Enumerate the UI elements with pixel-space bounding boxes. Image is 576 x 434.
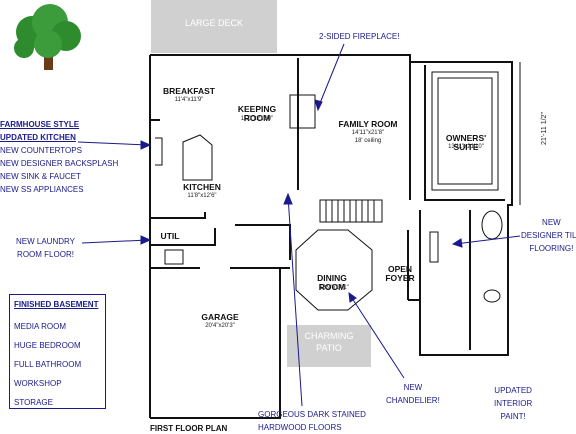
tile-callout: NEW DESIGNER TILE FLOORING! [521, 216, 576, 255]
fireplace [289, 94, 316, 129]
room-keeping: KEEPING ROOM [238, 96, 276, 132]
chandelier-callout-line-1: NEW [403, 383, 423, 392]
util-name: UTIL [160, 231, 180, 241]
tile-callout-line-1: NEW [542, 218, 561, 227]
tile-callout-line-3: FLOORING! [529, 244, 574, 253]
garage-bottom-wall [150, 268, 281, 419]
side-dimension: 21'-11 1/2" [540, 112, 548, 145]
room-garage: GARAGE [201, 313, 238, 322]
keeping-name: KEEPING ROOM [237, 104, 277, 123]
basement-item: MEDIA ROOM [14, 322, 67, 331]
kitchen-callout-line-6: NEW SS APPLIANCES [0, 185, 84, 194]
garage-dim: 20'4"x20'3" [205, 323, 235, 329]
patio-label: CHARMING PATIO [304, 331, 354, 353]
fireplace-callout: 2-SIDED FIREPLACE! [319, 32, 400, 41]
dining-dim: 13'9"x14'1" [319, 285, 349, 291]
fireplace-arrow [317, 43, 345, 109]
paint-callout-line-2: INTERIOR [494, 399, 533, 408]
tray-ceiling [431, 71, 499, 191]
keeping-dim: 11'0"x21'10" [240, 116, 274, 122]
room-util: UTIL [161, 232, 180, 241]
kitchen-callout-line-1: FARMHOUSE STYLE [0, 120, 80, 129]
room-foyer: OPEN FOYER [385, 256, 414, 292]
hardwood-callout-line-2: HARDWOOD FLOORS [258, 423, 342, 432]
kitchen-arrow [77, 141, 149, 146]
deck-block: LARGE DECK [151, 0, 277, 53]
breakfast-name: BREAKFAST [163, 86, 215, 96]
basement-title: FINISHED BASEMENT [14, 300, 99, 309]
util-wall [150, 228, 216, 246]
tub [481, 210, 503, 240]
paint-callout: UPDATED INTERIOR PAINT! [494, 384, 532, 423]
breakfast-dim: 11'4"x11'9" [174, 97, 204, 103]
laundry-callout-line-2: ROOM FLOOR! [17, 250, 74, 259]
hall-wall [235, 224, 291, 260]
owners-name: OWNERS' SUITE [445, 133, 487, 152]
paint-callout-line-1: UPDATED [494, 386, 532, 395]
plan-title: FIRST FLOOR PLAN [150, 424, 228, 433]
room-family: FAMILY ROOM [338, 120, 397, 129]
basement-item: FULL BATHROOM [14, 360, 82, 369]
hardwood-callout-line-1: GORGEOUS DARK STAINED [258, 410, 366, 419]
family-ceiling: 18' ceiling [354, 138, 382, 144]
finished-basement-box: FINISHED BASEMENT MEDIA ROOM HUGE BEDROO… [9, 294, 106, 409]
paint-callout-line-3: PAINT! [500, 412, 526, 421]
stairs [319, 199, 383, 223]
deck-label: LARGE DECK [184, 18, 244, 28]
dining-name: DINING ROOM [317, 273, 347, 292]
dining-octagon [295, 229, 373, 311]
kitchen-callout-line-5: NEW SINK & FAUCET [0, 172, 81, 181]
kitchen-dim: 11'8"x12'6" [187, 193, 217, 199]
basement-item: HUGE BEDROOM [14, 341, 81, 350]
basement-item: STORAGE [14, 398, 53, 407]
laundry-callout-line-1: NEW LAUNDRY [16, 237, 75, 246]
chandelier-callout: NEW CHANDELIER! [386, 381, 440, 407]
outer-wall [150, 54, 513, 356]
room-owners: OWNERS' SUITE [446, 125, 486, 161]
tree-icon [14, 4, 81, 70]
room-kitchen: KITCHEN [183, 183, 221, 192]
room-breakfast: BREAKFAST [163, 87, 215, 96]
tile-arrow [454, 235, 521, 245]
kitchen-callout: FARMHOUSE STYLE UPDATED KITCHEN NEW COUN… [0, 118, 118, 196]
basement-item: WORKSHOP [14, 379, 62, 388]
kitchen-callout-line-3: NEW COUNTERTOPS [0, 146, 82, 155]
kitchen-callout-line-4: NEW DESIGNER BACKSPLASH [0, 159, 119, 168]
chandelier-arrow [349, 294, 405, 379]
kitchen-callout-line-2: UPDATED KITCHEN [0, 133, 76, 142]
kitchen-lower-wall [150, 212, 206, 219]
foyer-name: OPEN FOYER [385, 264, 415, 283]
kitchen-island [182, 134, 213, 181]
owners-dim: 13'11"x21'10" [448, 144, 484, 150]
garage-name: GARAGE [201, 312, 239, 322]
laundry-arrow [81, 239, 149, 244]
hardwood-callout: GORGEOUS DARK STAINED HARDWOOD FLOORS [258, 408, 366, 434]
laundry-callout: NEW LAUNDRY ROOM FLOOR! [16, 235, 75, 261]
patio-block: CHARMING PATIO [287, 325, 371, 367]
room-dining: DINING ROOM [317, 265, 347, 301]
owner-inner-wall [424, 65, 505, 201]
hardwood-arrow [287, 195, 303, 407]
family-name: FAMILY ROOM [338, 119, 398, 129]
kitchen-name: KITCHEN [183, 182, 221, 192]
family-dim: 14'11"x21'8" [351, 130, 385, 136]
tile-callout-line-2: DESIGNER TILE [521, 231, 576, 240]
chandelier-callout-line-2: CHANDELIER! [386, 396, 440, 405]
